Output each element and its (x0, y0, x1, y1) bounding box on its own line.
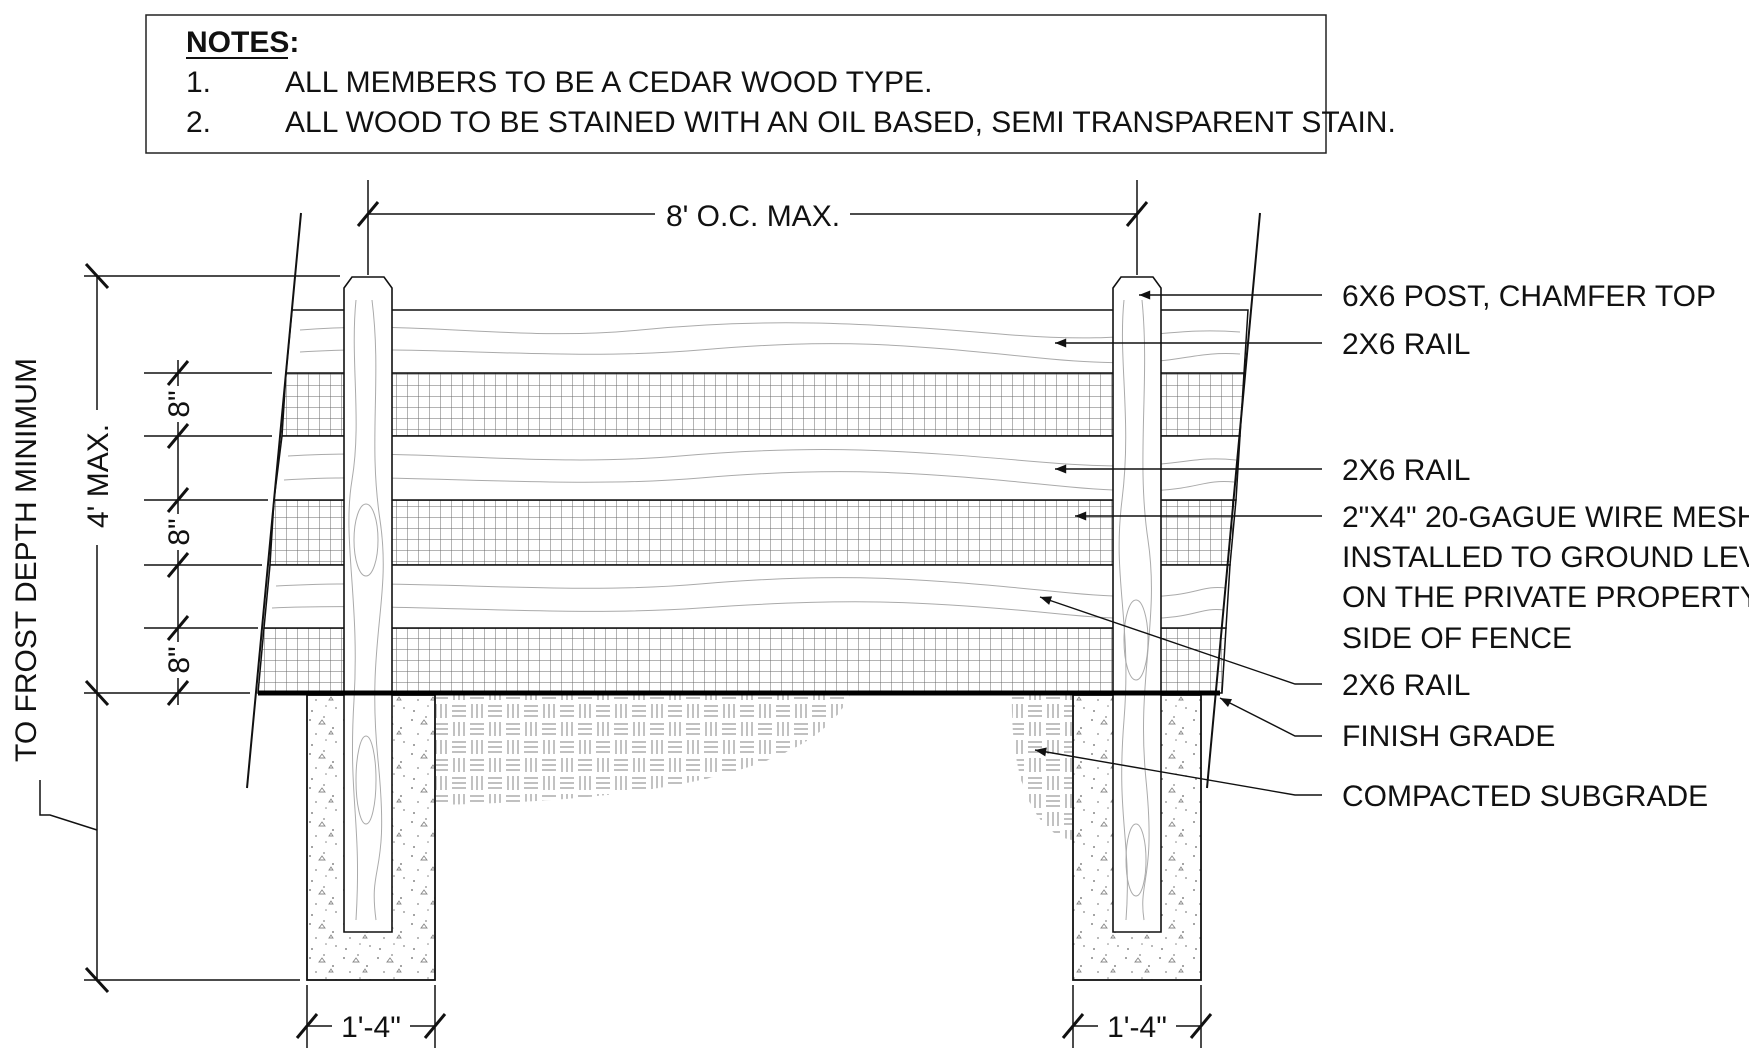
callout-wire-mesh-line-3: ON THE PRIVATE PROPERTY (1342, 581, 1749, 614)
callout-subgrade: COMPACTED SUBGRADE (1342, 780, 1708, 813)
callout-wire-mesh-line-4: SIDE OF FENCE (1342, 622, 1572, 655)
mesh-dim-mask-3 (166, 642, 190, 678)
notes-frame (145, 14, 1327, 154)
mesh-spacing-label-2: 8" (163, 518, 196, 545)
mesh-dim-mask-1 (166, 386, 190, 422)
note-1-number: 1. (186, 66, 211, 99)
frost-depth-label: TO FROST DEPTH MINIMUM (10, 358, 43, 762)
dimension-footing-left (295, 985, 447, 1048)
rails (263, 309, 1249, 629)
middle-rail (273, 435, 1241, 501)
compacted-subgrade-hatch (436, 695, 1072, 840)
dimension-fence-height (84, 262, 340, 994)
notes-title: NOTES: (186, 26, 299, 59)
top-rail (285, 309, 1249, 374)
height-label: 4' MAX. (82, 424, 115, 528)
footing-width-left-label: 1'-4" (341, 1011, 401, 1044)
callout-middle-rail: 2X6 RAIL (1342, 454, 1470, 487)
callout-wire-mesh-line-1: 2"X4" 20-GAGUE WIRE MESH (1342, 501, 1749, 534)
note-2-number: 2. (186, 106, 211, 139)
callout-finish-grade: FINISH GRADE (1342, 720, 1555, 753)
mesh-spacing-label-3: 8" (163, 646, 196, 673)
callout-post: 6X6 POST, CHAMFER TOP (1342, 280, 1716, 313)
callout-bottom-rail: 2X6 RAIL (1342, 669, 1470, 702)
notes-box: NOTES: 1. ALL MEMBERS TO BE A CEDAR WOOD… (145, 14, 1396, 154)
footing-width-right-label: 1'-4" (1107, 1011, 1167, 1044)
callout-top-rail: 2X6 RAIL (1342, 328, 1470, 361)
break-line-left (246, 212, 302, 789)
post-left (343, 276, 393, 933)
wire-mesh (257, 372, 1245, 694)
bottom-rail (263, 564, 1231, 629)
dimension-footing-right (1061, 985, 1213, 1048)
note-2-text: ALL WOOD TO BE STAINED WITH AN OIL BASED… (285, 106, 1396, 139)
callout-wire-mesh-line-2: INSTALLED TO GROUND LEVE (1342, 541, 1749, 574)
post-right (1112, 276, 1162, 933)
mesh-dim-mask-2 (166, 514, 190, 550)
post-spacing-label: 8' O.C. MAX. (666, 200, 840, 233)
callout-leaders (1034, 290, 1322, 796)
note-1-text: ALL MEMBERS TO BE A CEDAR WOOD TYPE. (285, 66, 932, 99)
mesh-spacing-label-1: 8" (163, 390, 196, 417)
frost-depth-leader (39, 780, 98, 831)
dimension-post-spacing (356, 180, 1149, 275)
